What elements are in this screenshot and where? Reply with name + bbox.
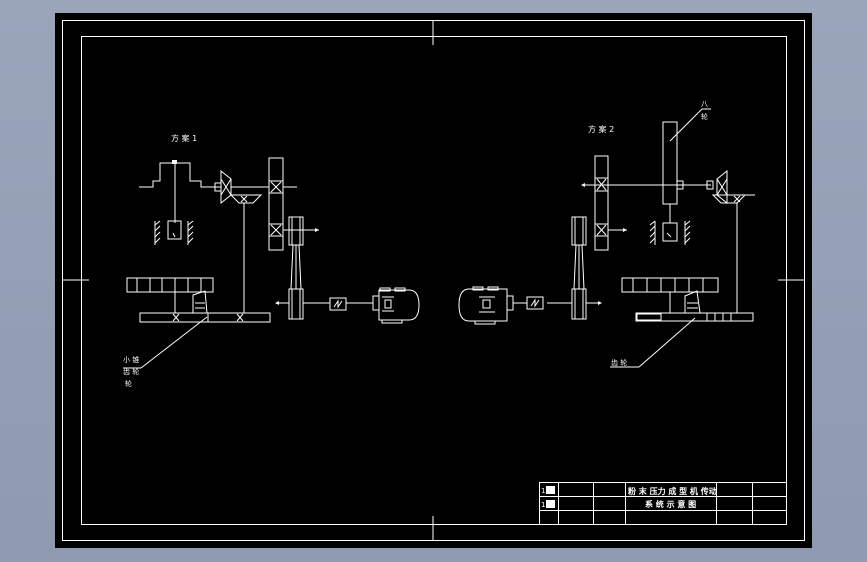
motor-right bbox=[458, 286, 514, 325]
title-cell-a2: 1 bbox=[541, 501, 545, 509]
base-plate-left bbox=[139, 312, 271, 323]
callout-text-right: 齿 轮 bbox=[611, 358, 627, 367]
bevel-wheel-left bbox=[229, 194, 263, 204]
pulley-upper-left bbox=[288, 216, 304, 246]
coupling-left bbox=[329, 297, 347, 311]
crank-shaft-left bbox=[139, 162, 221, 188]
guide-hatch-left bbox=[154, 220, 194, 245]
callout-text-left-3: 轮 bbox=[125, 379, 132, 388]
callout-text-top-1: 八 bbox=[701, 100, 708, 108]
scheme-2-label: 方 案 2 bbox=[588, 124, 614, 134]
small-gear-right bbox=[684, 290, 701, 314]
callout-leader-left bbox=[140, 316, 208, 369]
callout-text-left-2: 齿 轮 bbox=[123, 367, 139, 376]
callout-leader-right bbox=[638, 317, 696, 368]
scheme-1-label: 方 案 1 bbox=[171, 133, 197, 143]
mechanism-drawing: 方 案 1 bbox=[62, 20, 805, 541]
spur-gear-left bbox=[268, 157, 284, 251]
motor-left bbox=[372, 287, 420, 324]
scheme-1-mechanism: 方 案 1 bbox=[123, 133, 420, 388]
outer-frame bbox=[62, 20, 805, 541]
pulley-lower-left bbox=[288, 288, 304, 320]
slider-left bbox=[167, 220, 182, 240]
scheme-2-mechanism: 方 案 2 八 轮 bbox=[458, 100, 755, 368]
inner-frame bbox=[81, 36, 787, 525]
drawing-sheet: 方 案 1 bbox=[55, 13, 812, 548]
pulley-lower-right bbox=[571, 288, 587, 320]
callout-text-left-1: 小 锥 bbox=[123, 355, 139, 364]
drawing-title-line2: 系 统 示 意 图 bbox=[645, 499, 696, 509]
pulley-upper-right bbox=[571, 216, 587, 246]
base-plate-right bbox=[635, 312, 754, 322]
title-block: 1 1 粉 末 压力 成 型 机 传动 系 统 示 意 图 bbox=[539, 482, 787, 525]
crank-pin-left bbox=[172, 160, 177, 164]
callout-leader-top bbox=[669, 108, 703, 142]
small-gear-left bbox=[192, 290, 208, 314]
eccentric-column-right bbox=[662, 121, 678, 205]
rotary-table-right bbox=[621, 277, 719, 293]
callout-text-top-2: 轮 bbox=[701, 112, 708, 121]
spur-gear-right bbox=[594, 155, 609, 251]
slider-mark-left bbox=[172, 232, 176, 238]
title-cell-a1: 1 bbox=[541, 487, 545, 495]
drawing-title-line1: 粉 末 压力 成 型 机 传动 bbox=[628, 486, 717, 496]
slider-right bbox=[662, 222, 678, 242]
guide-hatch-right bbox=[649, 220, 691, 245]
rotary-table-left bbox=[126, 277, 214, 293]
